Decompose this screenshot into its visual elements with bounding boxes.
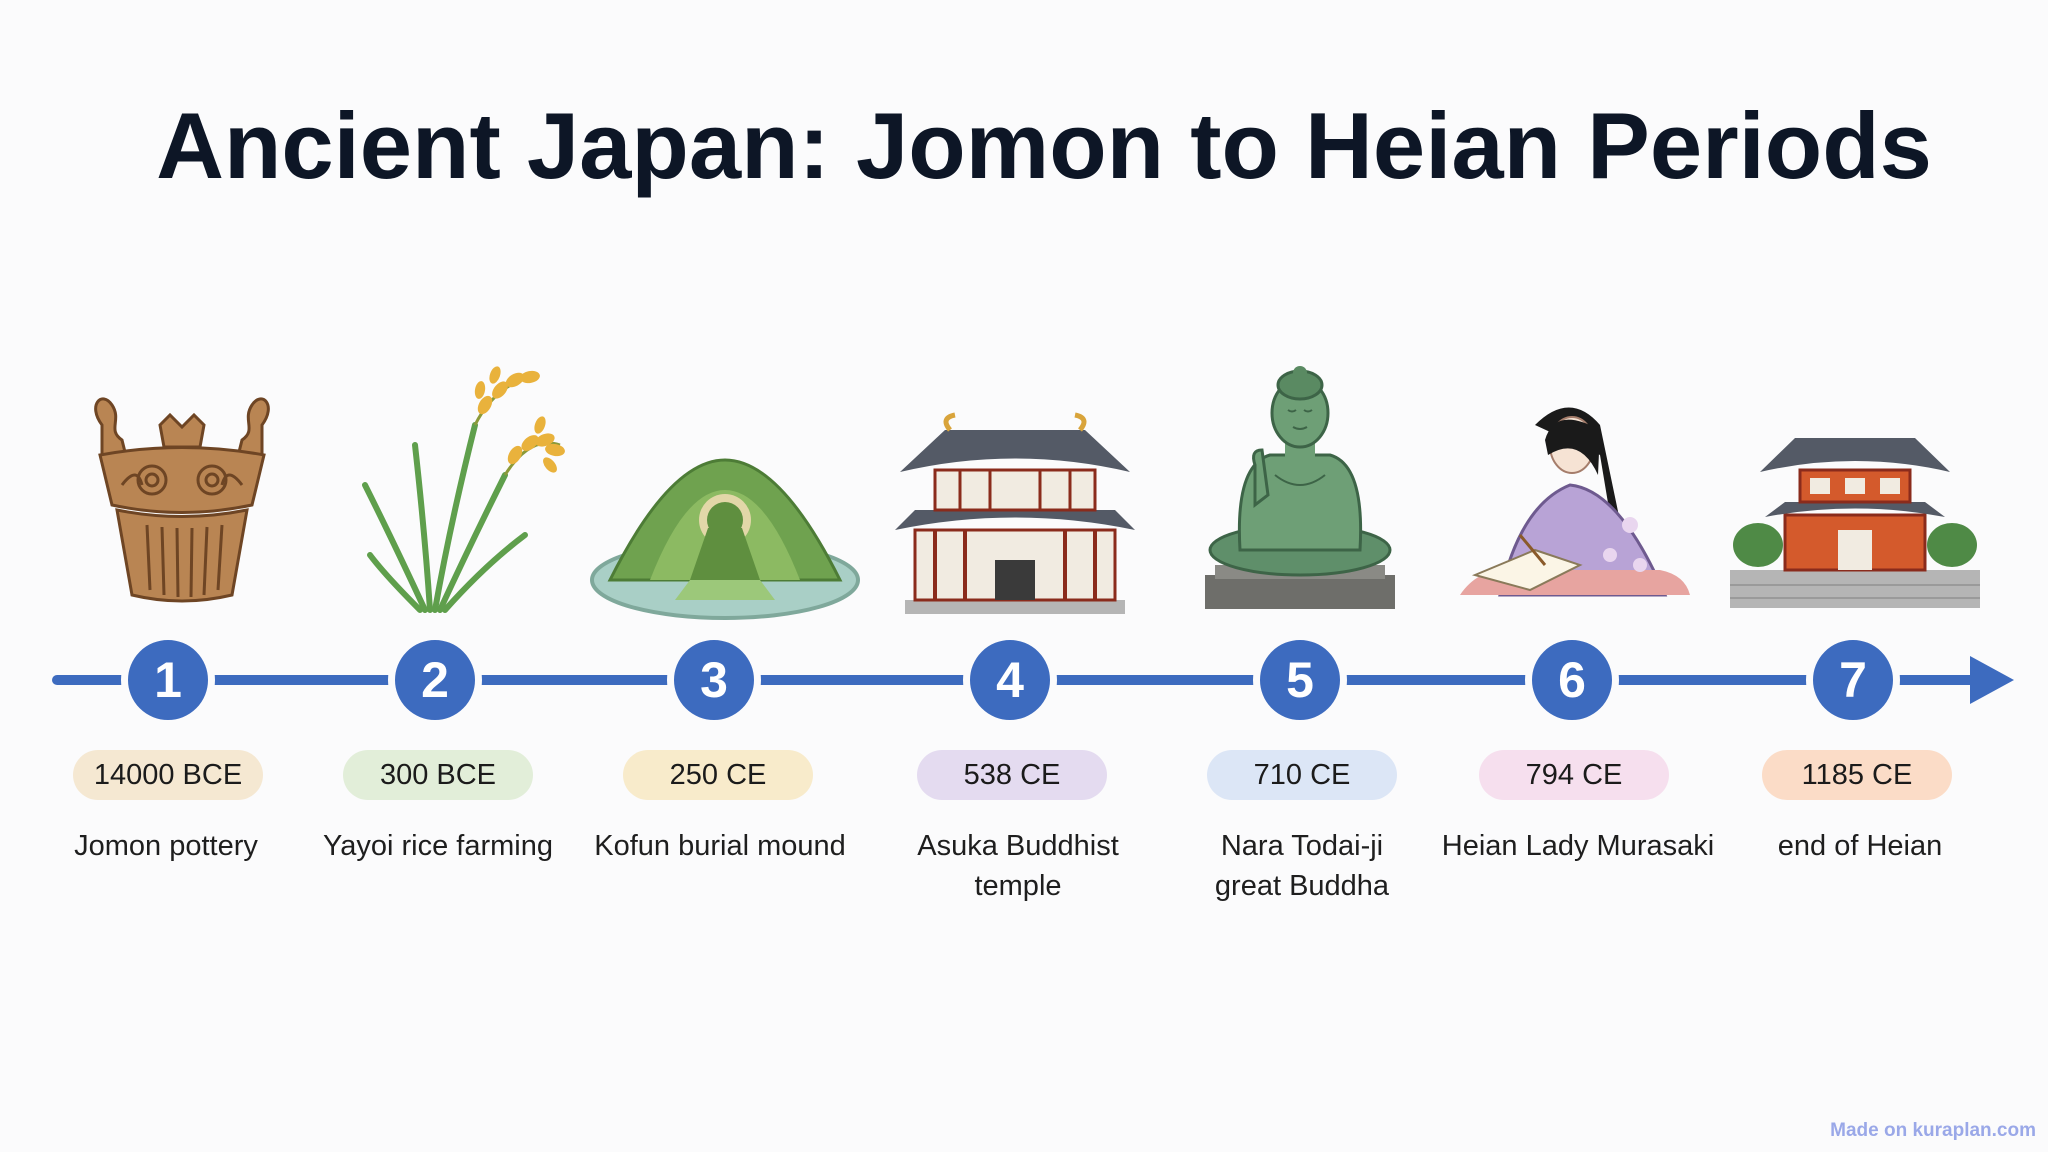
keyhole-mound-icon: [590, 458, 860, 620]
temple-icon: [895, 412, 1135, 614]
event-date-1: 14000 BCE: [73, 750, 263, 800]
event-marker-2: 2: [388, 633, 482, 727]
event-marker-5: 5: [1253, 633, 1347, 727]
event-marker-3: 3: [667, 633, 761, 727]
timeline-arrow-head: [1970, 656, 2014, 704]
event-label-2: Yayoi rice farming: [323, 830, 553, 862]
event-date-7: 1185 CE: [1762, 750, 1952, 800]
buddha-statue-icon: [1205, 366, 1395, 609]
event-label-1: Jomon pottery: [74, 830, 258, 862]
red-gate-icon: [1730, 438, 1980, 608]
event-label-6: Heian Lady Murasaki: [1441, 830, 1715, 862]
footer-credit: Made on kuraplan.com: [1830, 1120, 2036, 1141]
event-marker-4: 4: [963, 633, 1057, 727]
lady-murasaki-icon: [1460, 407, 1690, 597]
event-label-4: Asuka Buddhist temple: [917, 830, 1119, 902]
jomon-pottery-icon: [94, 397, 270, 603]
event-date-3: 250 CE: [623, 750, 813, 800]
event-marker-1: 1: [121, 633, 215, 727]
event-marker-6: 6: [1525, 633, 1619, 727]
event-label-5: Nara Todai-ji great Buddha: [1214, 830, 1390, 902]
page-title: Ancient Japan: Jomon to Heian Periods: [156, 93, 1932, 198]
event-date-5: 710 CE: [1207, 750, 1397, 800]
event-label-3: Kofun burial mound: [594, 830, 846, 862]
event-date-6: 794 CE: [1479, 750, 1669, 800]
event-marker-7: 7: [1806, 633, 1900, 727]
event-date-2: 300 BCE: [343, 750, 533, 800]
event-date-4: 538 CE: [917, 750, 1107, 800]
event-label-7: end of Heian: [1777, 830, 1943, 862]
rice-plant-icon: [362, 366, 565, 613]
